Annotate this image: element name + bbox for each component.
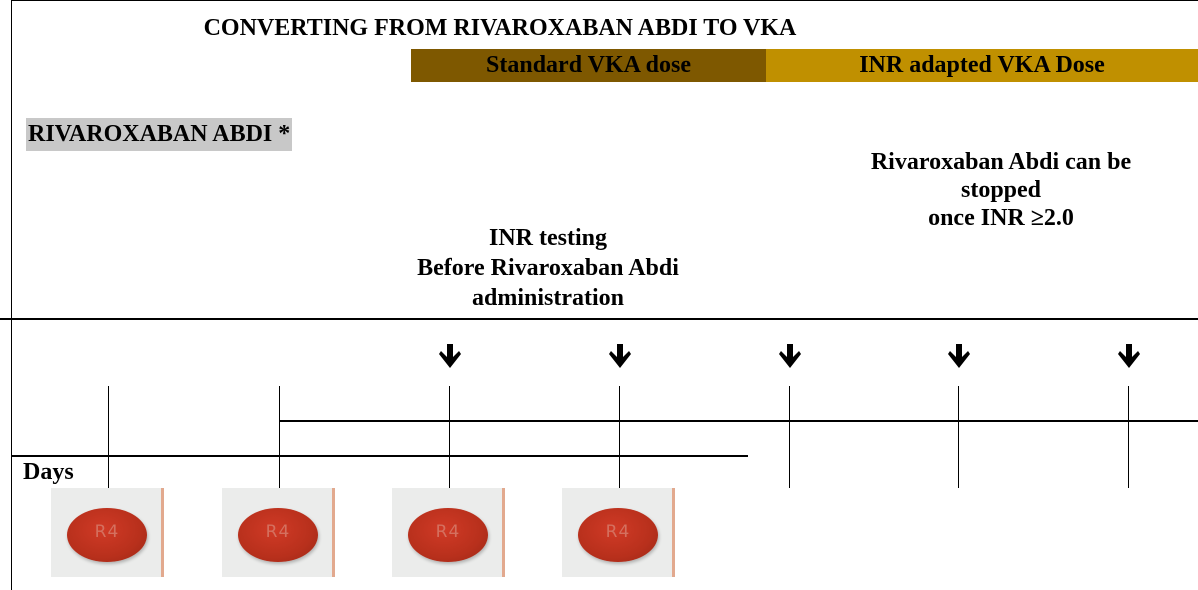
down-arrow-icon (439, 344, 461, 368)
pill-icon: R4 (578, 508, 658, 562)
day-tick (449, 386, 450, 488)
frame-top-border (11, 0, 1198, 1)
day-tick (619, 386, 620, 488)
day-tick (108, 386, 109, 488)
stop-note-line-3: once INR ≥2.0 (928, 205, 1074, 231)
stop-note: Rivaroxaban Abdi can be stopped once INR… (836, 148, 1166, 232)
rivaroxaban-pill-image: R4 (562, 488, 675, 577)
inr-note-line-2: Before Rivaroxaban Abdi (417, 255, 679, 281)
inr-adapted-vka-dose-band: INR adapted VKA Dose (766, 49, 1198, 82)
down-arrow-icon (1118, 344, 1140, 368)
rivaroxaban-timeline (11, 455, 748, 457)
page-title: CONVERTING FROM RIVAROXABAN ABDI TO VKA (203, 15, 797, 41)
pill-icon: R4 (408, 508, 488, 562)
day-tick (279, 386, 280, 488)
stop-note-line-1: Rivaroxaban Abdi can be (870, 149, 1132, 175)
inr-adapted-dose-timeline (280, 420, 1198, 422)
pill-imprint: R4 (435, 522, 461, 542)
day-tick (958, 386, 959, 488)
rivaroxaban-pill-image: R4 (392, 488, 505, 577)
inr-testing-note: INR testing Before Rivaroxaban Abdi admi… (383, 223, 713, 313)
rivaroxaban-pill-image: R4 (51, 488, 164, 577)
pill-imprint: R4 (265, 522, 291, 542)
down-arrow-icon (948, 344, 970, 368)
standard-vka-dose-band: Standard VKA dose (411, 49, 766, 82)
down-arrow-icon (779, 344, 801, 368)
header-divider (0, 318, 1198, 320)
day-tick (1128, 386, 1129, 488)
frame-left-border (11, 0, 12, 590)
inr-note-line-3: administration (471, 285, 624, 311)
pill-icon: R4 (67, 508, 147, 562)
rivaroxaban-label: RIVAROXABAN ABDI * (26, 118, 293, 151)
days-label: Days (23, 459, 74, 485)
pill-icon: R4 (238, 508, 318, 562)
down-arrow-icon (609, 344, 631, 368)
rivaroxaban-pill-image: R4 (222, 488, 335, 577)
day-tick (789, 386, 790, 488)
inr-note-line-1: INR testing (489, 225, 607, 251)
pill-imprint: R4 (94, 522, 120, 542)
stop-note-line-2: stopped (960, 177, 1042, 203)
pill-imprint: R4 (605, 522, 631, 542)
